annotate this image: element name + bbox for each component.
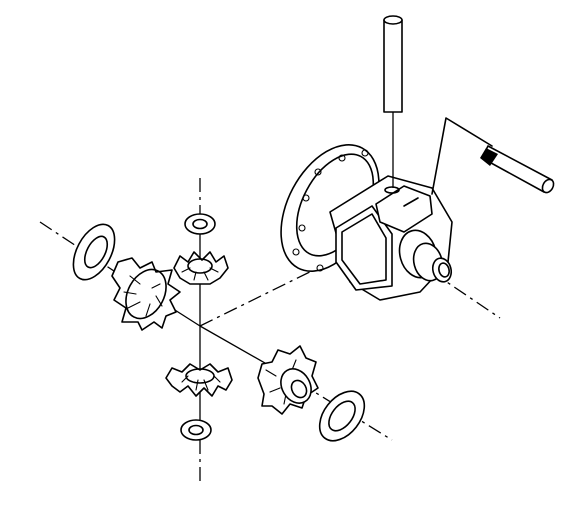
pinion-gear-top-teeth [181, 267, 219, 281]
pinion-shaft-end [383, 15, 403, 25]
differential-case-icon [280, 144, 453, 301]
pinion-shaft-body [383, 19, 403, 113]
bevel-gear-icon [173, 251, 229, 285]
case-window-inner [341, 213, 387, 285]
side-gear-left [111, 257, 181, 331]
thrust-washer-bottom [180, 419, 212, 441]
shaft-bore [384, 186, 400, 194]
thrust-washer-right-hole [328, 400, 356, 432]
lock-bolt-guide [431, 117, 493, 195]
pinion-gear-bottom [165, 363, 233, 397]
case-axis [199, 261, 331, 327]
pinion-gear-bottom-teeth [181, 375, 221, 391]
side-gear-left-face [125, 268, 167, 320]
washer-icon [180, 419, 212, 441]
lock-bolt-icon [431, 117, 555, 195]
pinion-shaft-icon [383, 15, 403, 188]
bevel-gear-icon [165, 363, 233, 397]
lock-bolt-head [480, 148, 498, 166]
side-gear-left-teeth [123, 275, 163, 317]
thrust-washer-top [184, 213, 216, 235]
boss-slot [403, 197, 419, 207]
washer-icon [184, 213, 216, 235]
case-hub-bore [438, 262, 450, 278]
washer-icon [318, 390, 366, 442]
pinion-gear-top-face [187, 258, 213, 274]
side-gear-right-hub [280, 368, 312, 404]
bevel-gear-icon [111, 257, 181, 331]
lock-bolt-tip [541, 178, 555, 194]
thrust-washer-left-hole [83, 235, 109, 269]
bevel-gear-icon [257, 345, 319, 415]
thrust-washer-left [72, 223, 116, 281]
side-gear-right-bore [290, 379, 308, 399]
thrust-washer-bottom-hole [188, 424, 204, 436]
thrust-washer-right [318, 390, 366, 442]
thrust-washer-top-hole [192, 218, 208, 230]
washer-icon [72, 223, 116, 281]
flange-bolt-holes [292, 149, 369, 272]
pinion-gear-top [173, 251, 229, 285]
